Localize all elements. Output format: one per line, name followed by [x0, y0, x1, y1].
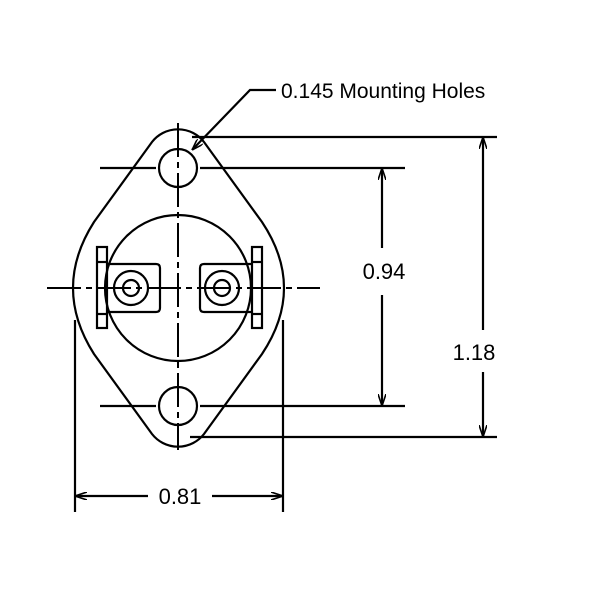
callout-mounting-holes: 0.145 Mounting Holes [281, 80, 485, 103]
callout-leader [192, 88, 276, 150]
dimension-hole-spacing: 0.94 [363, 259, 406, 284]
dimension-overall-height: 1.18 [453, 340, 496, 365]
dimension-overall-width: 0.81 [159, 484, 202, 509]
